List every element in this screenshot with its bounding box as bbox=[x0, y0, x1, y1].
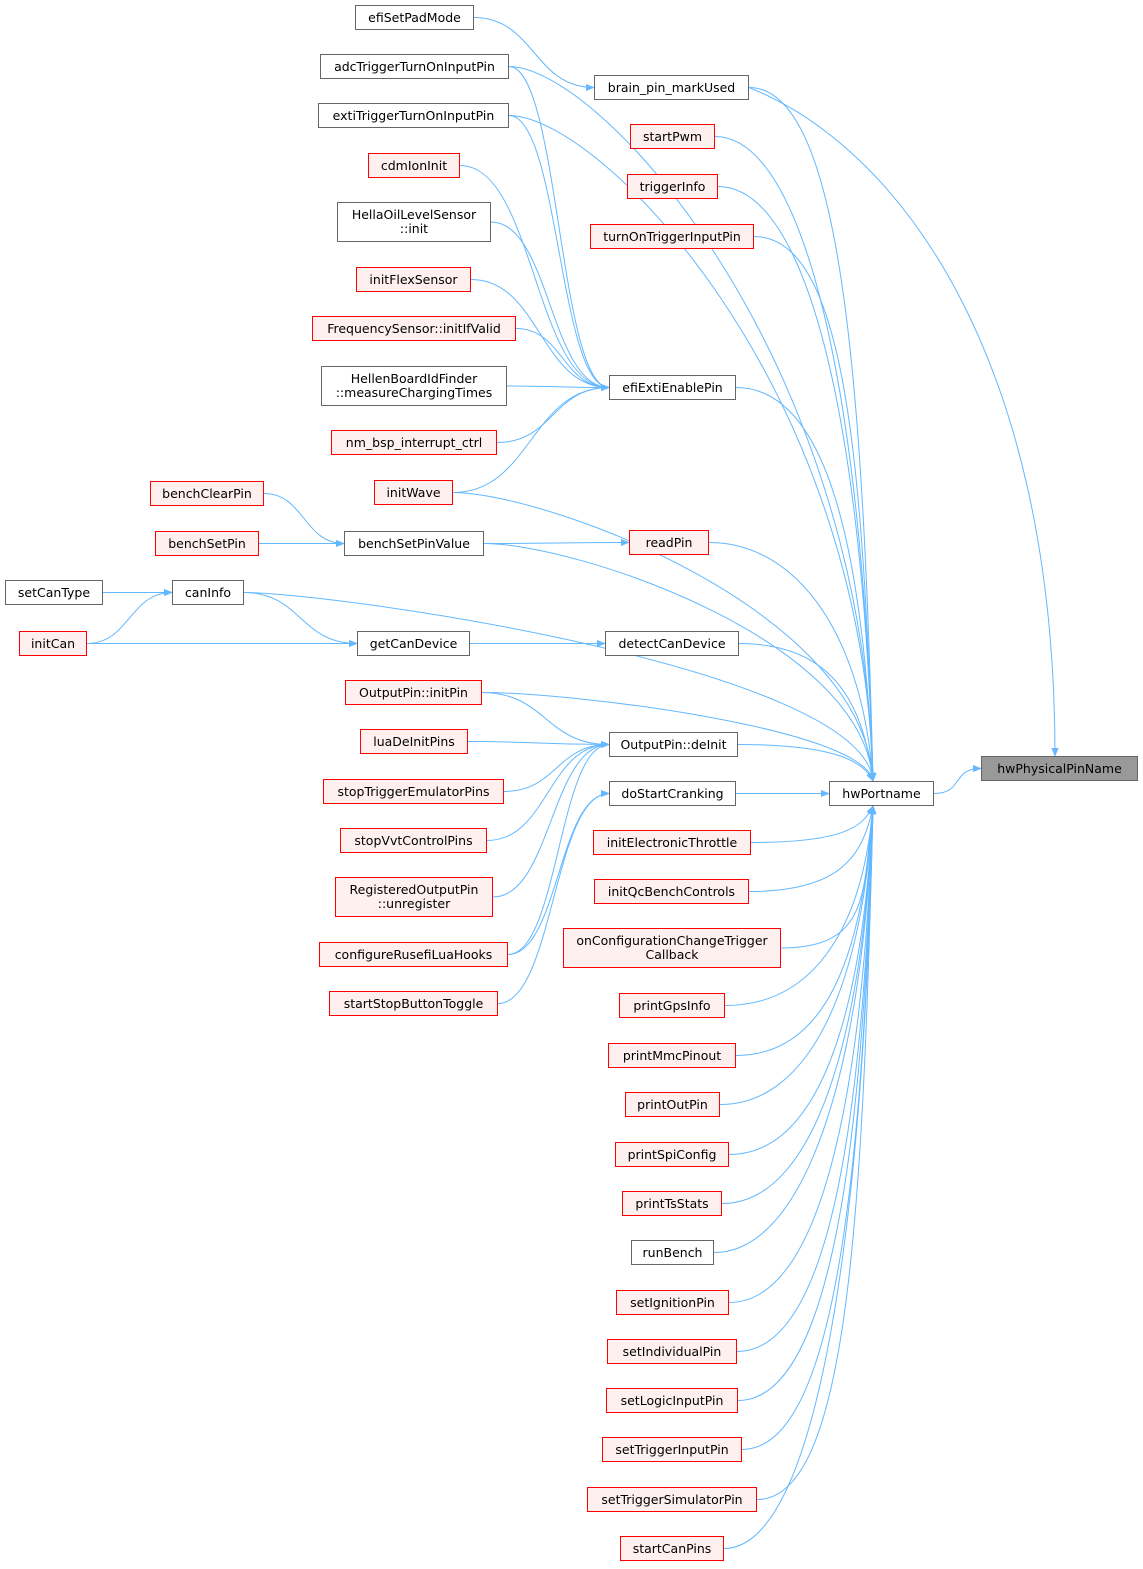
edge-printmmcpinout-to-hwportname bbox=[735, 805, 877, 1056]
edge-initelectronicthrottle-to-hwportname bbox=[750, 805, 874, 843]
edge-brain-pin-markused-to-hwphysicalpinname bbox=[748, 87, 1059, 757]
node-benchclearpin[interactable]: benchClearPin bbox=[150, 481, 264, 506]
node-cdmioninit[interactable]: cdmIonInit bbox=[368, 153, 460, 178]
node-setignitionpin[interactable]: setIgnitionPin bbox=[616, 1290, 729, 1315]
node-configurerusefiluahooks[interactable]: configureRusefiLuaHooks bbox=[319, 942, 508, 967]
node-startpwm[interactable]: startPwm bbox=[630, 124, 715, 149]
node-hwportname[interactable]: hwPortname bbox=[829, 781, 934, 806]
edge-setlogicinputpin-to-hwportname bbox=[737, 805, 877, 1401]
edge-turnontriggerinputpin-to-hwportname bbox=[753, 236, 877, 782]
edge-hellaoillevelsensor-init-to-efiextienablepin bbox=[490, 221, 610, 392]
node-hellenboardidfinder-measurechargingtimes[interactable]: HellenBoardIdFinder ::measureChargingTim… bbox=[321, 366, 507, 406]
edge-runbench-to-hwportname bbox=[713, 805, 877, 1253]
node-hwphysicalpinname[interactable]: hwPhysicalPinName bbox=[981, 756, 1138, 781]
node-startcanpins[interactable]: startCanPins bbox=[620, 1536, 724, 1561]
edge-luadeinitpins-to-outputpin-deinit bbox=[467, 740, 610, 749]
node-setlogicinputpin[interactable]: setLogicInputPin bbox=[606, 1388, 738, 1413]
edge-benchclearpin-to-benchsetpinvalue bbox=[263, 493, 345, 548]
edge-outputpin-deinit-to-hwportname bbox=[737, 744, 874, 782]
node-printmmcpinout[interactable]: printMmcPinout bbox=[608, 1043, 736, 1068]
node-stoptriggeremulatorpins[interactable]: stopTriggerEmulatorPins bbox=[323, 779, 504, 804]
edge-printtsstats-to-hwportname bbox=[721, 805, 877, 1204]
node-initflexsensor[interactable]: initFlexSensor bbox=[356, 267, 471, 292]
edge-stopvvtcontrolpins-to-outputpin-deinit bbox=[486, 740, 610, 841]
edge-initflexsensor-to-efiextienablepin bbox=[470, 279, 610, 392]
node-nm-bsp-interrupt-ctrl[interactable]: nm_bsp_interrupt_ctrl bbox=[331, 430, 497, 455]
edge-adctriggerturnoninputpin-to-hwportname bbox=[508, 66, 877, 782]
edge-frequencysensor-initifvalid-to-efiextienablepin bbox=[515, 328, 610, 392]
edge-caninfo-to-hwportname bbox=[243, 592, 876, 782]
node-registeredoutputpin-unregister[interactable]: RegisteredOutputPin ::unregister bbox=[335, 877, 493, 917]
node-settriggersimulatorpin[interactable]: setTriggerSimulatorPin bbox=[587, 1487, 757, 1512]
edge-initwave-to-efiextienablepin bbox=[452, 383, 610, 493]
node-stopvvtcontrolpins[interactable]: stopVvtControlPins bbox=[340, 828, 487, 853]
node-benchsetpin[interactable]: benchSetPin bbox=[155, 531, 259, 556]
edge-hwportname-to-hwphysicalpinname bbox=[933, 764, 982, 794]
node-luadeinitpins[interactable]: luaDeInitPins bbox=[360, 729, 468, 754]
node-getcandevice[interactable]: getCanDevice bbox=[357, 631, 470, 656]
node-initelectronicthrottle[interactable]: initElectronicThrottle bbox=[593, 830, 751, 855]
node-detectcandevice[interactable]: detectCanDevice bbox=[605, 631, 739, 656]
edge-initcan-to-caninfo bbox=[86, 588, 173, 644]
node-readpin[interactable]: readPin bbox=[629, 530, 709, 555]
node-benchsetpinvalue[interactable]: benchSetPinValue bbox=[344, 531, 484, 556]
edge-caninfo-to-getcandevice bbox=[243, 592, 358, 648]
edge-setignitionpin-to-hwportname bbox=[728, 805, 877, 1303]
node-triggerinfo[interactable]: triggerInfo bbox=[627, 174, 718, 199]
edge-extitriggerturnoninputpin-to-hwportname bbox=[508, 115, 877, 782]
edge-outputpin-initpin-to-hwportname bbox=[481, 692, 875, 782]
edge-triggerinfo-to-hwportname bbox=[717, 186, 877, 782]
node-setindividualpin[interactable]: setIndividualPin bbox=[607, 1339, 737, 1364]
edge-stoptriggeremulatorpins-to-outputpin-deinit bbox=[503, 740, 610, 792]
edge-brain-pin-markused-to-hwportname bbox=[748, 87, 877, 782]
edge-outputpin-initpin-to-outputpin-deinit bbox=[481, 692, 610, 749]
node-efiextienablepin[interactable]: efiExtiEnablePin bbox=[609, 375, 736, 400]
node-printoutpin[interactable]: printOutPin bbox=[625, 1092, 720, 1117]
edge-cdmioninit-to-efiextienablepin bbox=[459, 165, 610, 392]
edge-startpwm-to-hwportname bbox=[714, 136, 877, 782]
node-setcantype[interactable]: setCanType bbox=[5, 580, 103, 605]
edge-readpin-to-hwportname bbox=[708, 542, 877, 782]
node-startstopbuttontoggle[interactable]: startStopButtonToggle bbox=[329, 991, 498, 1016]
edge-extitriggerturnoninputpin-to-efiextienablepin bbox=[508, 115, 610, 392]
edge-startcanpins-to-hwportname bbox=[723, 805, 877, 1549]
node-printgpsinfo[interactable]: printGpsInfo bbox=[619, 993, 725, 1018]
node-turnontriggerinputpin[interactable]: turnOnTriggerInputPin bbox=[590, 224, 754, 249]
node-initcan[interactable]: initCan bbox=[19, 631, 87, 656]
edge-setindividualpin-to-hwportname bbox=[736, 805, 877, 1352]
edge-efisetpadmode-to-brain-pin-markused bbox=[473, 17, 595, 92]
edge-benchsetpinvalue-to-readpin bbox=[483, 538, 630, 547]
node-outputpin-deinit[interactable]: OutputPin::deInit bbox=[609, 732, 738, 757]
node-caninfo[interactable]: canInfo bbox=[172, 580, 244, 605]
edge-settriggersimulatorpin-to-hwportname bbox=[756, 805, 877, 1500]
node-adctriggerturnoninputpin[interactable]: adcTriggerTurnOnInputPin bbox=[320, 54, 509, 79]
edge-registeredoutputpin-unregister-to-outputpin-deinit bbox=[492, 740, 610, 898]
edge-nm-bsp-interrupt-ctrl-to-efiextienablepin bbox=[496, 383, 610, 443]
node-efisetpadmode[interactable]: efiSetPadMode bbox=[355, 5, 474, 30]
node-extitriggerturnoninputpin[interactable]: extiTriggerTurnOnInputPin bbox=[318, 103, 509, 128]
node-initqcbenchcontrols[interactable]: initQcBenchControls bbox=[594, 879, 749, 904]
edge-printoutpin-to-hwportname bbox=[719, 805, 877, 1105]
node-frequencysensor-initifvalid[interactable]: FrequencySensor::initIfValid bbox=[312, 316, 516, 341]
node-outputpin-initpin[interactable]: OutputPin::initPin bbox=[345, 680, 482, 705]
node-settriggerinputpin[interactable]: setTriggerInputPin bbox=[602, 1437, 742, 1462]
edge-initwave-to-hwportname bbox=[452, 492, 877, 782]
edge-startstopbuttontoggle-to-dostartcranking bbox=[497, 789, 610, 1004]
edge-configurerusefiluahooks-to-outputpin-deinit bbox=[507, 740, 610, 955]
edge-printgpsinfo-to-hwportname bbox=[724, 805, 876, 1006]
edge-printspiconfig-to-hwportname bbox=[728, 805, 877, 1155]
edge-initqcbenchcontrols-to-hwportname bbox=[748, 805, 875, 892]
node-hellaoillevelsensor-init[interactable]: HellaOilLevelSensor ::init bbox=[337, 202, 491, 242]
edge-benchsetpinvalue-to-hwportname bbox=[483, 543, 877, 782]
node-dostartcranking[interactable]: doStartCranking bbox=[609, 781, 736, 806]
edge-adctriggerturnoninputpin-to-efiextienablepin bbox=[508, 66, 610, 392]
node-printspiconfig[interactable]: printSpiConfig bbox=[615, 1142, 729, 1167]
node-runbench[interactable]: runBench bbox=[631, 1240, 714, 1265]
node-brain-pin-markused[interactable]: brain_pin_markUsed bbox=[594, 75, 749, 100]
node-initwave[interactable]: initWave bbox=[374, 480, 453, 505]
edge-hellenboardidfinder-measurechargingtimes-to-efiextienablepin bbox=[506, 383, 610, 392]
node-onconfigurationchangetriggercallback[interactable]: onConfigurationChangeTrigger Callback bbox=[563, 928, 781, 968]
node-printtsstats[interactable]: printTsStats bbox=[622, 1191, 722, 1216]
